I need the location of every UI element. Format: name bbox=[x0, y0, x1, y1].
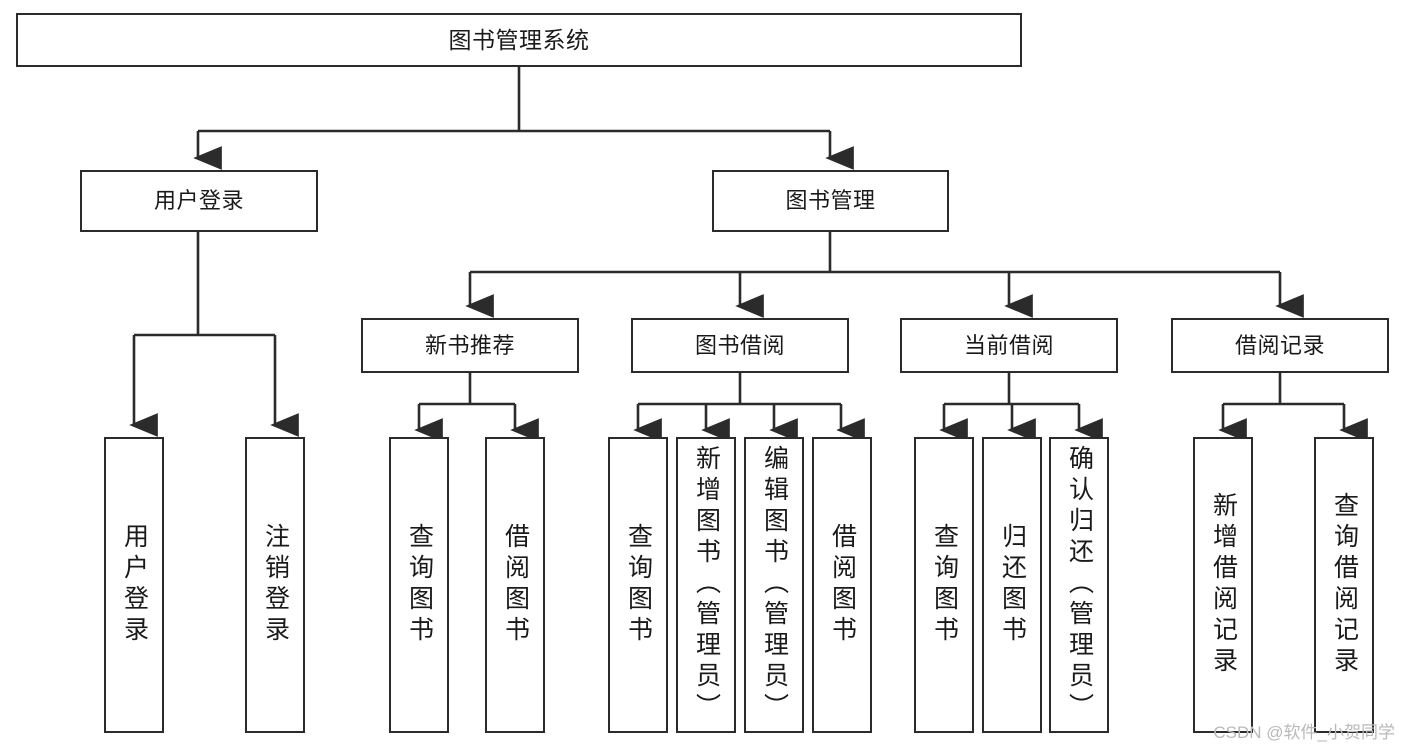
node-label: 查询借阅记录 bbox=[1330, 492, 1359, 678]
node-label: 新书推荐 bbox=[424, 332, 515, 358]
node-label: 确认归还（管理员） bbox=[1065, 445, 1094, 724]
node-label: 注销登录 bbox=[261, 523, 290, 647]
node-book-borrow[interactable]: 图书借阅 bbox=[631, 318, 849, 373]
leaf-confirm-return-admin[interactable]: 确认归还（管理员） bbox=[1049, 437, 1109, 733]
leaf-add-borrow-record[interactable]: 新增借阅记录 bbox=[1193, 437, 1253, 733]
node-new-book-recommend[interactable]: 新书推荐 bbox=[361, 318, 579, 373]
leaf-query-book-borrow[interactable]: 查询图书 bbox=[608, 437, 668, 733]
node-label: 借阅图书 bbox=[501, 523, 530, 647]
node-current-borrow[interactable]: 当前借阅 bbox=[900, 318, 1118, 373]
node-label: 当前借阅 bbox=[963, 332, 1054, 358]
node-label: 图书借阅 bbox=[694, 332, 785, 358]
leaf-edit-book-admin[interactable]: 编辑图书（管理员） bbox=[744, 437, 804, 733]
node-root-book-management-system[interactable]: 图书管理系统 bbox=[16, 13, 1022, 67]
node-label: 借阅图书 bbox=[828, 523, 857, 647]
leaf-query-borrow-record[interactable]: 查询借阅记录 bbox=[1314, 437, 1374, 733]
node-label: 查询图书 bbox=[405, 523, 434, 647]
node-label: 借阅记录 bbox=[1234, 332, 1325, 358]
watermark: CSDN @软件_小贺同学 bbox=[1213, 723, 1395, 742]
node-label: 查询图书 bbox=[624, 523, 653, 647]
node-label: 用户登录 bbox=[153, 188, 244, 214]
leaf-user-logout[interactable]: 注销登录 bbox=[245, 437, 305, 733]
node-user-login[interactable]: 用户登录 bbox=[80, 170, 318, 232]
node-label: 归还图书 bbox=[998, 523, 1027, 647]
node-book-management[interactable]: 图书管理 bbox=[712, 170, 949, 232]
leaf-borrow-book[interactable]: 借阅图书 bbox=[812, 437, 872, 733]
node-borrow-record[interactable]: 借阅记录 bbox=[1171, 318, 1389, 373]
node-label: 编辑图书（管理员） bbox=[760, 445, 789, 724]
leaf-add-book-admin[interactable]: 新增图书（管理员） bbox=[676, 437, 736, 733]
leaf-user-login[interactable]: 用户登录 bbox=[104, 437, 164, 733]
node-label: 图书管理 bbox=[785, 188, 876, 214]
leaf-return-book[interactable]: 归还图书 bbox=[982, 437, 1042, 733]
leaf-borrow-book-recommend[interactable]: 借阅图书 bbox=[485, 437, 545, 733]
node-label: 用户登录 bbox=[120, 523, 149, 647]
leaf-query-book-current[interactable]: 查询图书 bbox=[914, 437, 974, 733]
node-label: 查询图书 bbox=[930, 523, 959, 647]
node-label: 图书管理系统 bbox=[448, 26, 590, 53]
leaf-query-book-recommend[interactable]: 查询图书 bbox=[389, 437, 449, 733]
node-label: 新增借阅记录 bbox=[1209, 492, 1238, 678]
node-label: 新增图书（管理员） bbox=[692, 445, 721, 724]
